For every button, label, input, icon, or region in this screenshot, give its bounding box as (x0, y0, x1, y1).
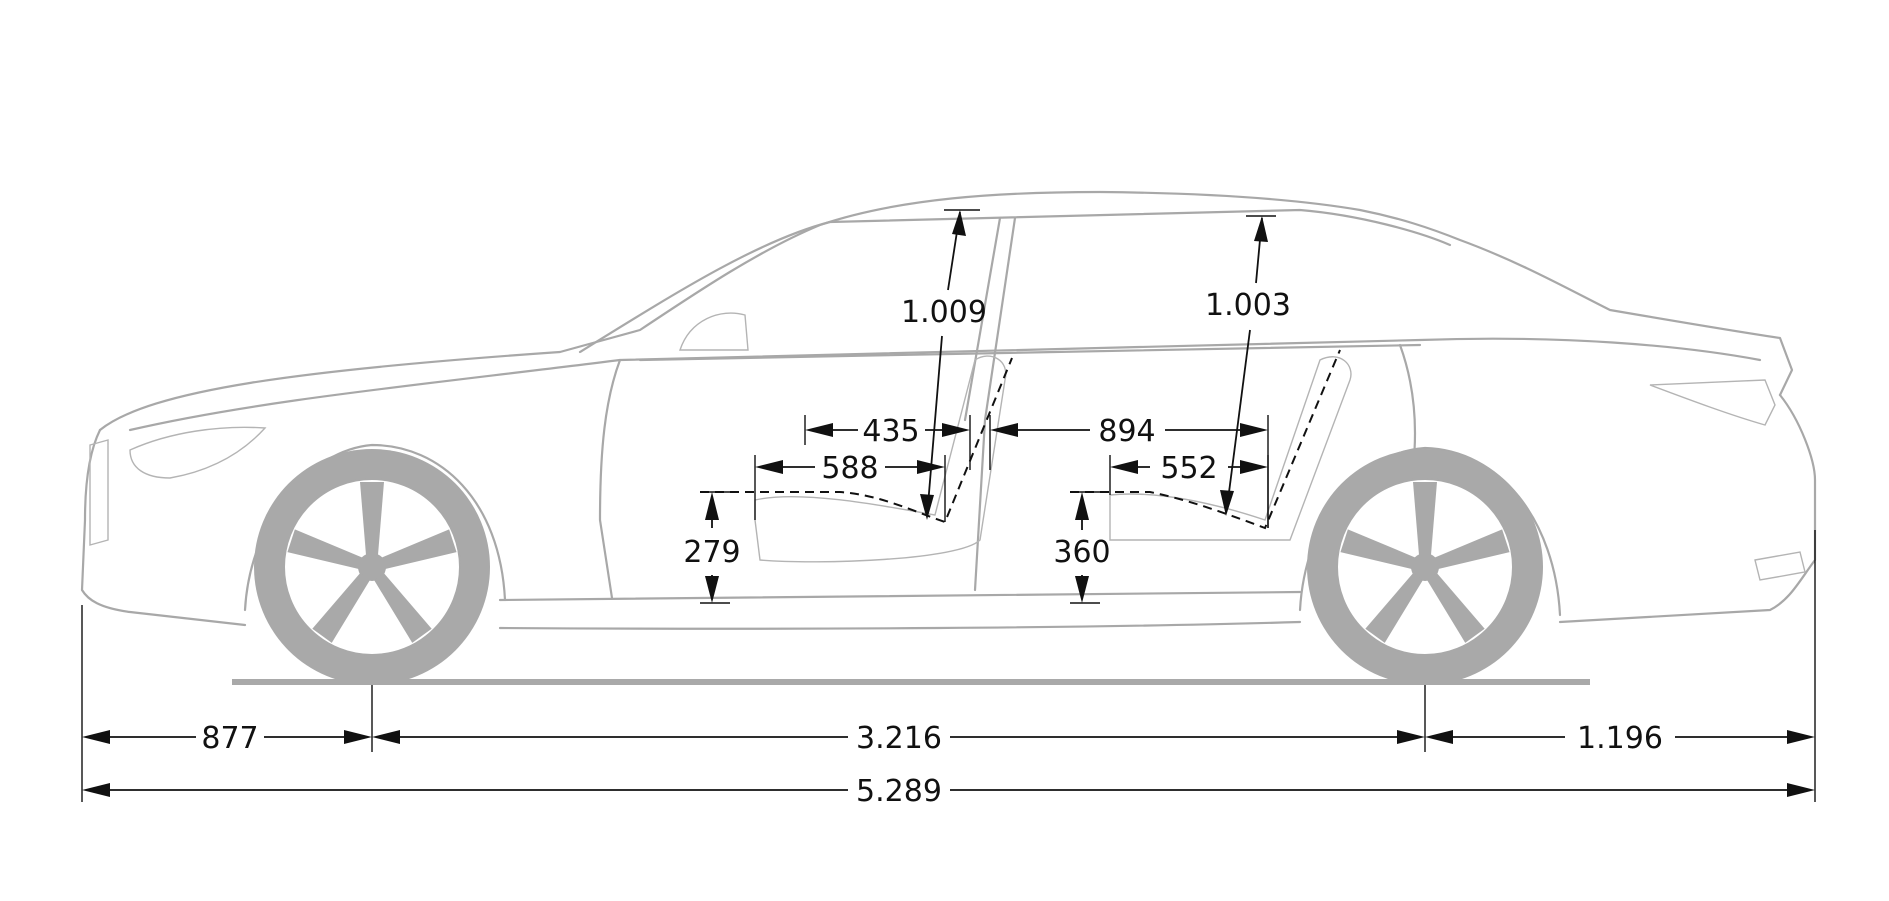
b-pillar-inner (963, 216, 1002, 422)
front-seat-depth-label: 588 (821, 451, 878, 486)
front-door-opening (598, 358, 622, 600)
rear-seat-reference (1070, 349, 1341, 530)
rear-seat-depth-label: 552 (1160, 451, 1217, 486)
rear-legroom-label: 894 (1098, 414, 1155, 449)
headlight (129, 426, 267, 479)
roof-line (98, 190, 1794, 432)
rear-seat-depth-dimension: 552 (1110, 451, 1268, 486)
overall-length-dimension: 5.289 (82, 774, 1815, 809)
belt-line (128, 337, 1762, 432)
rear-headroom-label: 1.003 (1205, 288, 1291, 323)
overall-length-label: 5.289 (856, 774, 942, 809)
extension-lines (81, 209, 1816, 802)
front-seat-height-label: 279 (683, 535, 740, 570)
rear-legroom-dimension: 894 (990, 414, 1268, 449)
front-wheel (254, 449, 490, 685)
rear-overhang-label: 1.196 (1577, 721, 1663, 756)
front-overhang-label: 877 (201, 721, 258, 756)
wheelbase-dimension: 3.216 (372, 721, 1425, 756)
rear-wheel (1307, 449, 1543, 685)
front-seat-reference (700, 357, 1013, 524)
tail-light (1649, 379, 1776, 426)
rear-headroom-dimension: 1.003 (1205, 216, 1291, 516)
front-grille (89, 439, 109, 546)
rear-seat-height-dimension: 360 (1053, 492, 1111, 603)
front-overhang-dimension: 877 (82, 721, 372, 756)
rear-seat (1109, 356, 1352, 541)
front-legroom-label: 435 (862, 414, 919, 449)
side-mirror (679, 312, 749, 351)
lower-body-line (498, 620, 1302, 630)
roof-inner-line (578, 208, 1452, 354)
rear-seat-height-label: 360 (1053, 535, 1110, 570)
car-body-outline (80, 190, 1817, 630)
exhaust (1754, 551, 1806, 581)
front-end (80, 428, 247, 627)
front-seat (754, 355, 1007, 563)
front-legroom-dimension: 435 (805, 414, 970, 449)
front-headroom-label: 1.009 (901, 295, 987, 330)
front-seat-height-dimension: 279 (683, 492, 741, 603)
b-pillar (973, 216, 1017, 592)
front-seat-depth-dimension: 588 (755, 451, 945, 486)
rear-end (1558, 393, 1817, 624)
wheelbase-label: 3.216 (856, 721, 942, 756)
rear-overhang-dimension: 1.196 (1425, 721, 1815, 756)
front-headroom-dimension: 1.009 (901, 210, 987, 520)
window-sill (638, 343, 1422, 362)
rocker-line (498, 590, 1302, 602)
